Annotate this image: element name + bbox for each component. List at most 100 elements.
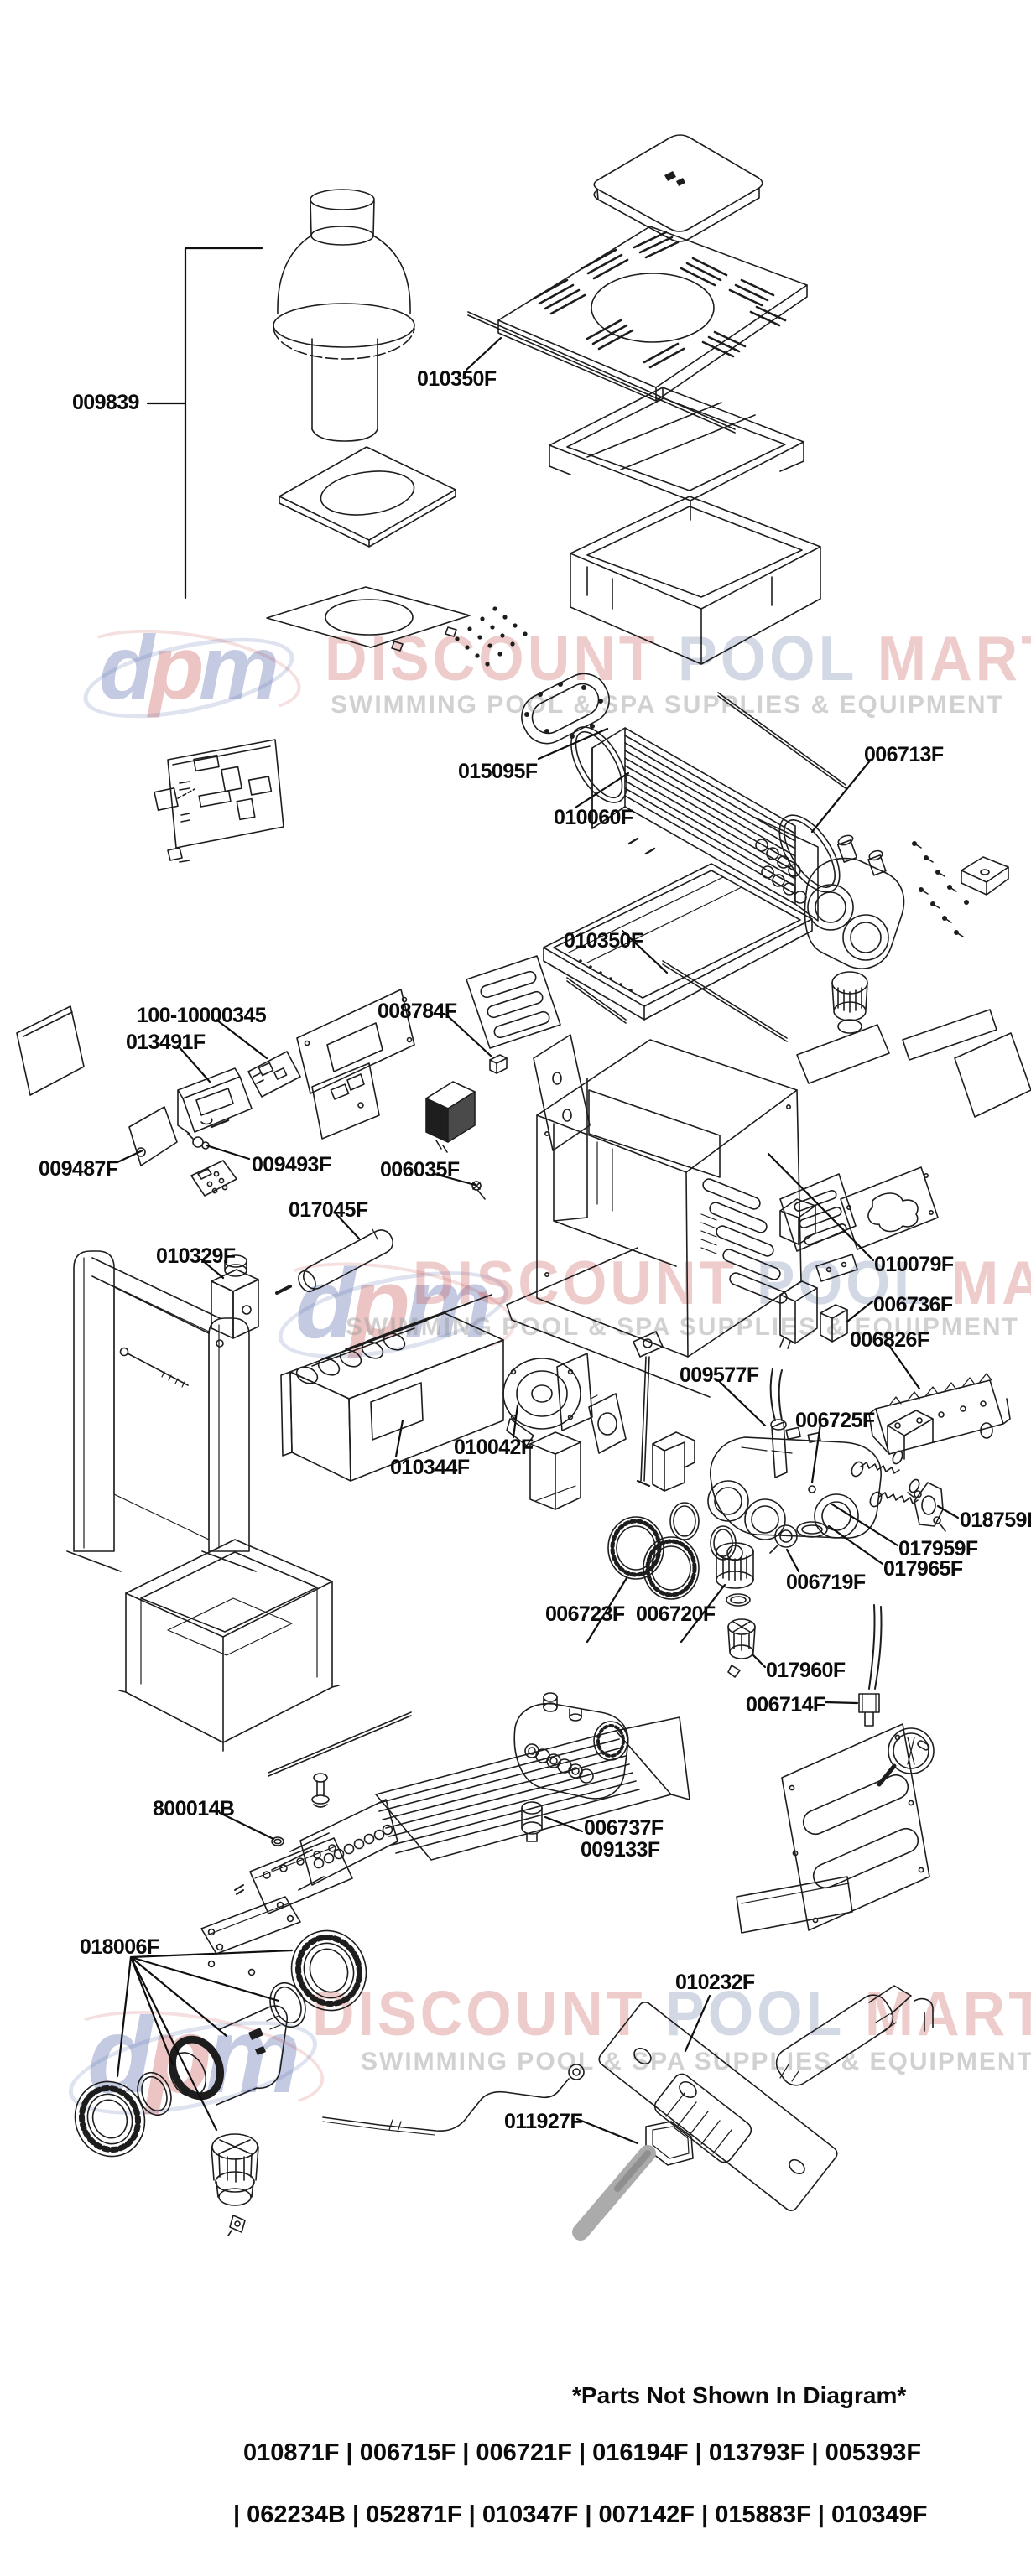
vent-plate-upper: [279, 446, 456, 548]
part-label-010042F: 010042F: [454, 1436, 534, 1459]
rod-segment: [566, 977, 627, 1024]
strip-plate: [815, 1254, 858, 1282]
drip-tray: [543, 863, 813, 1021]
part-label-010060F: 010060F: [554, 806, 633, 829]
brand-mark-icon: [664, 171, 685, 186]
thermometer-gauge: [877, 1727, 935, 1787]
screw-cluster-right: [912, 841, 969, 937]
grommet-oring: [271, 1836, 284, 1846]
drain-cap-assembly: [211, 2133, 259, 2206]
gasket-oval-ring-2: [778, 814, 841, 893]
burner-support-bracket: [868, 1373, 1011, 1455]
part-label-010350F: 010350F: [564, 929, 643, 953]
foot-bushing: [521, 1801, 543, 1842]
part-label-018006F: 018006F: [80, 1935, 159, 1959]
coil-panel-upper: [466, 955, 561, 1049]
small-bracket-right: [961, 856, 1009, 896]
part-label-010329F: 010329F: [156, 1244, 236, 1268]
screw-field: [455, 606, 528, 667]
water-manifold-body: [707, 1426, 882, 1540]
drain-plug-upper: [727, 1618, 756, 1678]
part-label-006723F: 006723F: [545, 1602, 625, 1626]
part-label-009839: 009839: [72, 391, 139, 414]
part-label-009487F: 009487F: [39, 1157, 118, 1181]
sensor-wires: [858, 1604, 883, 1727]
flat-washer: [796, 1521, 828, 1538]
rear-coil-panel: [781, 1723, 930, 1931]
louvered-side-panel: [779, 1173, 857, 1252]
fuse: [154, 787, 179, 812]
pipe-elbow: [169, 2005, 289, 2106]
lower-header-assembly: [513, 1692, 629, 1800]
terminal-block: [489, 1054, 508, 1074]
union-nut-large-1: [290, 1929, 367, 2012]
firebox-tub: [570, 496, 821, 665]
thermal-disc: [769, 1524, 798, 1554]
part-label-017959F: 017959F: [898, 1537, 978, 1561]
firebox-weldment: [118, 1539, 340, 1752]
union-nut-large-2: [74, 2080, 146, 2158]
o-ring-1: [669, 1502, 700, 1540]
part-label-010232F: 010232F: [675, 1971, 755, 1994]
long-rod-mid: [717, 692, 846, 789]
junction-box: [779, 1280, 818, 1349]
gas-valve: [211, 1254, 259, 1348]
membrane-keypad: [190, 1160, 237, 1197]
rear-access-panel: [296, 989, 415, 1094]
part-label-010079F: 010079F: [874, 1253, 954, 1276]
control-display-console: [177, 1067, 253, 1135]
o-ring-a: [269, 1981, 306, 2028]
screw-small: [471, 1181, 486, 1200]
o-ring-small: [726, 1593, 751, 1607]
part-label-006720F: 006720F: [636, 1602, 716, 1626]
manifold-bracket-arm: [200, 1896, 301, 1976]
panel-bracket-strip: [736, 1876, 853, 1934]
cabinet-rear-panels: [796, 1009, 1031, 1118]
left-side-panel: [16, 1005, 85, 1096]
top-vent-panel: [497, 226, 808, 402]
pilot-fitting: [311, 1773, 330, 1808]
part-label-008784F: 008784F: [378, 1000, 457, 1023]
parts-not-shown-line1: 010871F | 006715F | 006721F | 016194F | …: [243, 2439, 922, 2466]
vent-plate-lower: [266, 586, 471, 652]
cover-plate: [588, 1393, 627, 1454]
adapter-fitting: [716, 1542, 754, 1589]
gasket-oval-ring: [570, 726, 627, 803]
part-label-015095F: 015095F: [458, 760, 538, 783]
part-label-017045F: 017045F: [289, 1198, 368, 1222]
part-label-006719F: 006719F: [786, 1571, 866, 1594]
part-label-006737F: 006737F: [584, 1816, 664, 1840]
part-label-006714F: 006714F: [746, 1693, 825, 1716]
part-label-100-10000345: 100-10000345: [137, 1004, 267, 1027]
part-label-006736F: 006736F: [873, 1293, 953, 1317]
relay-switch: [820, 1304, 848, 1343]
leader-lines: [116, 247, 960, 2145]
part-label-006725F: 006725F: [795, 1409, 875, 1432]
white-cube: [779, 1198, 816, 1245]
bypass-spring-2: [869, 1478, 920, 1508]
burner-gasket-plate: [521, 673, 610, 745]
igniter-electrode-block: [653, 2073, 752, 2163]
part-label-017965F: 017965F: [883, 1557, 963, 1581]
part-label-006713F: 006713F: [864, 743, 944, 766]
retainer-clip: [227, 2215, 246, 2236]
long-rod-lower: [662, 960, 788, 1042]
igniter-bracket-plate: [598, 2002, 838, 2211]
part-label-017960F: 017960F: [766, 1659, 846, 1682]
long-rod-top: [467, 311, 736, 434]
burner-tray: [280, 1294, 504, 1482]
igniter-tube: [275, 1228, 394, 1295]
c-bracket: [652, 1431, 695, 1492]
side-panel-cutout: [840, 1166, 939, 1250]
vent-cap-dome: [273, 189, 415, 442]
part-label-018759F: 018759F: [960, 1509, 1031, 1532]
part-label-011927F: 011927F: [504, 2110, 583, 2133]
pressure-switch: [769, 1368, 788, 1478]
control-pcb: [154, 739, 284, 863]
heat-exchanger-bundle: [591, 727, 819, 922]
inlet-outlet-header: [804, 834, 905, 1034]
part-label-800014B: 800014B: [153, 1797, 235, 1820]
bracket-heatsink: [887, 1410, 934, 1460]
